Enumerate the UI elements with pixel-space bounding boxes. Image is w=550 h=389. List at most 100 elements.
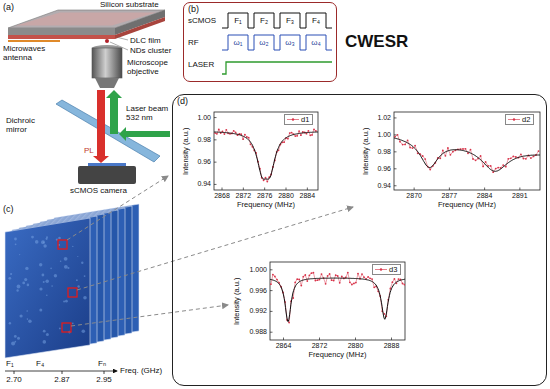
data-point [399,141,401,143]
data-point [292,297,294,299]
data-point [407,139,409,141]
data-point [235,132,237,134]
data-point [439,157,441,159]
frame-label: F₃ [286,16,294,25]
image-texture [64,265,68,269]
data-point [296,278,298,280]
image-texture [46,238,48,240]
scmos-camera [78,166,136,184]
data-point [512,156,514,158]
legend-marker [513,118,515,120]
image-texture [17,337,20,340]
tick-mark [519,188,520,191]
tick-mark [222,188,223,191]
image-stack [5,204,139,358]
data-point [315,280,317,282]
image-texture [39,263,42,266]
tick-mark [14,371,15,374]
data-point [306,280,308,282]
image-texture [35,240,39,244]
data-point [313,129,315,131]
tick-label: 1.00 [377,131,391,139]
tick-label: 0.98 [197,136,211,144]
tick-mark [62,371,63,374]
dlc-film [115,17,165,39]
data-point [353,283,355,285]
tick-mark [270,269,273,270]
frame-label: F₁ [6,359,14,368]
data-point [409,147,411,149]
legend-marker [292,118,294,120]
data-point [361,273,363,275]
tick-mark [394,134,397,135]
tick-label: 0.996 [249,287,267,295]
tick-mark [264,188,265,191]
image-texture [58,237,61,240]
plot-frame [214,112,318,190]
tick-mark [394,168,397,169]
data-point [289,132,291,134]
legend-box: d2 [505,114,534,125]
plot [270,262,405,340]
frequency-label: ω₁ [234,38,243,47]
part-label: Microscope objective [127,58,173,76]
data-point [462,148,464,150]
data-point [525,158,527,160]
data-point [392,281,394,283]
data-point [445,155,447,157]
tick-label: 2872 [312,342,328,350]
image-texture [10,273,12,275]
tick-label: 1.02 [377,114,391,122]
panel-letter: (d) [177,96,188,107]
axis-title: Frequency (MHz) [237,201,295,210]
image-texture [14,335,17,338]
data-point [300,285,302,287]
panel-letter: (a) [3,2,14,12]
data-point [294,281,296,283]
data-point [398,278,400,280]
pointer-line [67,176,168,240]
data-point [371,278,373,280]
tick-label: 2.87 [54,375,70,384]
image-texture [9,322,11,324]
image-frame [5,218,90,358]
data-point [422,155,424,157]
image-texture [63,301,65,303]
data-point [294,135,296,137]
data-trace [271,273,405,323]
data-point [402,144,404,146]
data-point [442,150,444,152]
frame-label: F₄ [312,16,320,25]
laser-beam-up [110,98,118,134]
data-point [291,132,293,134]
plot-content [214,129,318,183]
panel-letter: (b) [188,4,199,15]
pl-arrow-head [93,156,109,163]
tick-label: 2870 [406,192,422,200]
plot-content [270,272,405,324]
data-point [538,150,540,152]
data-point [404,284,405,286]
data-point [244,134,246,136]
tick-mark [214,139,217,140]
legend-line [508,119,520,120]
tick-label: 0.94 [197,180,211,188]
data-point [497,167,499,169]
data-point [300,134,302,136]
data-point [507,158,509,160]
data-point [309,274,311,276]
axis-title: Frequency (MHz) [309,351,367,360]
laser-signal [222,62,332,74]
tick-mark [283,338,284,341]
tick-label: 2880 [348,342,364,350]
legend-text: d1 [301,115,309,124]
leader-line [118,38,128,41]
signal-name: LASER [188,60,214,69]
image-texture [43,340,47,344]
data-point [325,283,327,285]
fit-curve [270,278,405,322]
tick-mark [484,188,485,191]
data-point [276,279,278,281]
tick-mark [214,117,217,118]
